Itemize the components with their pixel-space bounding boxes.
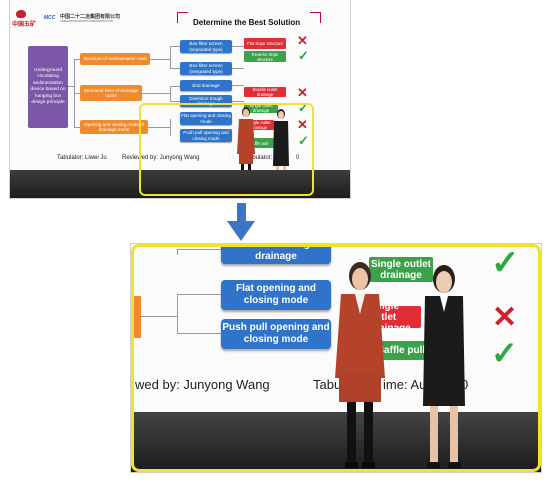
connector bbox=[177, 294, 221, 295]
title-bracket-left bbox=[177, 12, 188, 23]
connector bbox=[170, 101, 180, 102]
cross-icon: ✕ bbox=[297, 33, 308, 48]
connector bbox=[177, 294, 178, 334]
top-slide: 中国五矿 MCC 中国二十二冶集团有限公司 CHINA MCC22 GROUP … bbox=[10, 0, 350, 191]
bottom-screenshot: Diversion trough drainage Flat opening a… bbox=[131, 244, 541, 472]
root-node: Underground circulating sedimentation de… bbox=[28, 46, 68, 128]
tabulator-label-bottom-num: 0 bbox=[461, 377, 469, 392]
blue-node-2: Box-filter screen (integrated type) bbox=[180, 62, 232, 75]
company-logo-icon bbox=[16, 10, 26, 18]
blue-node-push-pull: Push pull opening and closing mode bbox=[221, 319, 331, 349]
check-icon: ✓ bbox=[298, 133, 309, 148]
stage-floor bbox=[10, 170, 350, 198]
stage-floor-bottom bbox=[131, 412, 541, 472]
blue-node-5: Flat opening and closing mode bbox=[180, 112, 232, 125]
connector bbox=[232, 101, 244, 102]
verdict-green-3: Baffle pull bbox=[244, 138, 274, 148]
tabulator-label: Tabulator: Liwei Ju bbox=[57, 155, 107, 161]
blue-node-3: End drainage bbox=[180, 80, 232, 91]
blue-node-6: Push pull opening and closing mode bbox=[180, 129, 232, 142]
orange-node-2: Structural form of drainage outlet bbox=[80, 85, 142, 101]
check-icon: ✓ bbox=[491, 244, 520, 282]
verdict-red-3: Single outlet drainage bbox=[244, 120, 274, 130]
connector bbox=[74, 127, 80, 128]
verdict-green-baffle-pull: Baffle pull bbox=[375, 341, 427, 360]
connector bbox=[232, 46, 244, 47]
verdict-red-2: Double outlet drainage bbox=[244, 87, 286, 97]
company-name-en: CHINA MCC22 GROUP CORPORATION LTD. bbox=[60, 20, 114, 23]
presenter-woman-black bbox=[413, 264, 475, 472]
blue-node-diversion: Diversion trough drainage bbox=[221, 244, 331, 264]
connector bbox=[232, 68, 244, 69]
tabulator-label-2-tail: 0 bbox=[296, 155, 300, 161]
connector bbox=[141, 316, 177, 317]
verdict-green-single-outlet: Single outlet drainage bbox=[369, 257, 433, 282]
blue-node-1: Box-filter screen (separated type) bbox=[180, 40, 232, 53]
connector bbox=[177, 249, 178, 255]
company-name-cn: 中国二十二冶集团有限公司 bbox=[60, 14, 121, 20]
tabulator-label-bottom-tail: ime: Au bbox=[383, 377, 427, 392]
connector bbox=[170, 46, 171, 69]
connector bbox=[170, 46, 180, 47]
arrow-shaft bbox=[237, 203, 246, 222]
connector bbox=[68, 86, 74, 87]
orange-node-partial bbox=[131, 296, 141, 338]
orange-node-3: Opening and closing mode of drainage mod… bbox=[80, 120, 148, 134]
verdict-red-1: Flat slope structure bbox=[244, 38, 286, 49]
connector bbox=[142, 93, 170, 94]
cross-icon: ✕ bbox=[297, 85, 308, 100]
verdict-green-2: Single outlet drainage bbox=[244, 103, 278, 113]
title-bracket-right bbox=[310, 12, 321, 23]
presenter-woman-red bbox=[327, 260, 393, 472]
connector bbox=[170, 68, 180, 69]
connector bbox=[148, 127, 170, 128]
orange-node-1: Structure of sedimentation tank bbox=[80, 53, 150, 65]
cross-icon: ✕ bbox=[297, 117, 308, 132]
connector bbox=[177, 333, 221, 334]
top-screenshot: 中国五矿 MCC 中国二十二冶集团有限公司 CHINA MCC22 GROUP … bbox=[10, 0, 350, 198]
highlight-box-top bbox=[139, 103, 314, 196]
slide-title: Determine the Best Solution bbox=[193, 18, 301, 27]
logo-text: 中国五矿 bbox=[12, 22, 37, 28]
highlight-box-bottom bbox=[131, 244, 541, 472]
connector bbox=[150, 59, 170, 60]
tabulator-label-2: Tabulator: Au bbox=[246, 155, 282, 161]
reviewer-label-bottom: wed by: Junyong Wang bbox=[135, 377, 270, 392]
connector bbox=[170, 86, 180, 87]
down-arrow-icon bbox=[227, 221, 255, 241]
cross-icon: ✕ bbox=[492, 301, 518, 334]
connector bbox=[74, 93, 80, 94]
connector bbox=[74, 59, 80, 60]
bottom-slide bbox=[131, 244, 541, 416]
verdict-green-1: Reverse slope structure bbox=[244, 51, 286, 62]
check-icon: ✓ bbox=[491, 335, 518, 371]
connector bbox=[170, 86, 171, 101]
check-icon: ✓ bbox=[298, 48, 309, 63]
connector bbox=[177, 249, 221, 250]
check-icon: ✓ bbox=[298, 100, 309, 115]
tabulator-label-bottom: Tabu bbox=[313, 377, 342, 392]
connector bbox=[170, 119, 171, 136]
mcc-logo: MCC bbox=[44, 15, 56, 21]
connector bbox=[232, 85, 244, 86]
reviewer-label: Reviewed by: Junyong Wang bbox=[122, 155, 200, 161]
blue-node-flat: Flat opening and closing mode bbox=[221, 280, 331, 310]
